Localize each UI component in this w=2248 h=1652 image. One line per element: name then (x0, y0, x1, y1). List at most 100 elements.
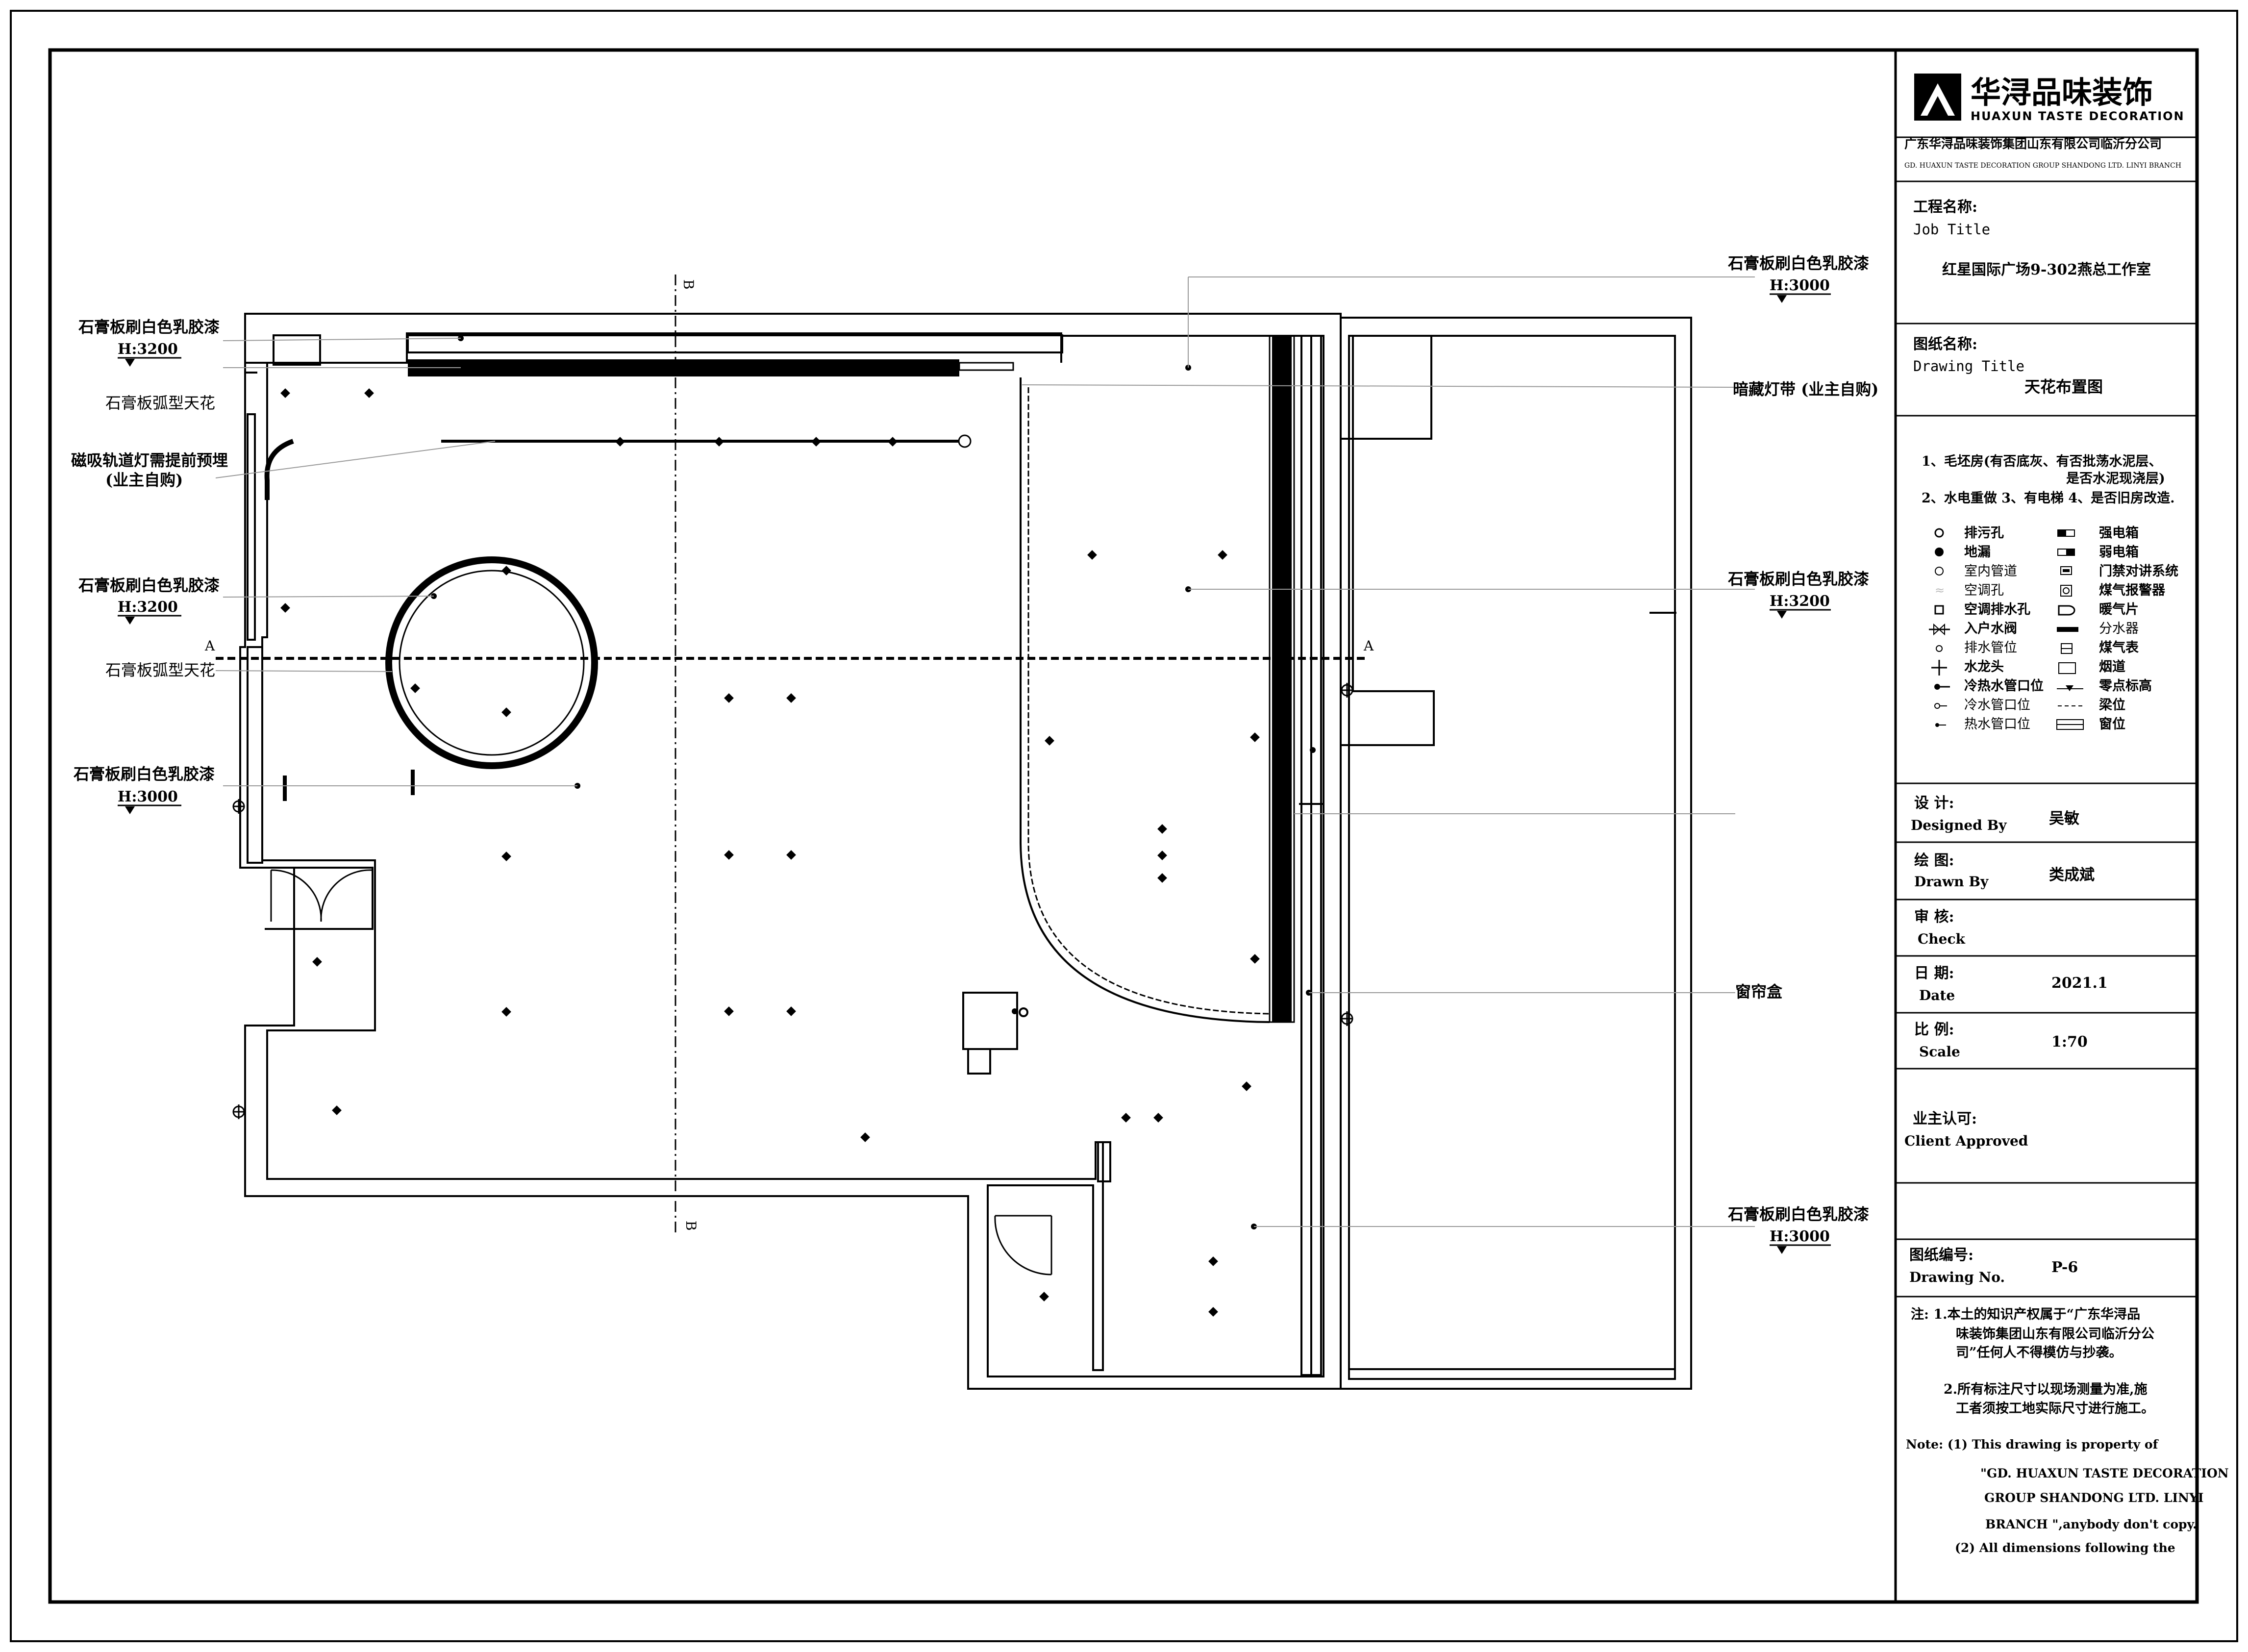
window-icon (2056, 719, 2084, 730)
curved-partition (1020, 377, 1270, 1023)
job-title-label-cn: 工程名称: (1913, 199, 1977, 216)
legend-label: 梁位 (2099, 697, 2125, 713)
legend-label: 弱电箱 (2099, 544, 2139, 560)
annotation-height: H:3200 (1770, 593, 1830, 610)
legend-label: 室内管道 (1964, 564, 2017, 579)
scale-label-en: Scale (1919, 1044, 1960, 1060)
date-label-cn: 日 期: (1914, 965, 1954, 982)
section-mark-a-left: A (204, 638, 215, 654)
inlet-valve-icon (1929, 623, 1950, 636)
survey-note-line-3: 2、水电重做 3、有电梯 4、是否旧房改造. (1922, 491, 2175, 506)
floor-plan (239, 313, 1692, 1390)
intercom-icon (2060, 566, 2072, 575)
legend-label: 入户水阀 (1964, 621, 2017, 636)
balcony-room-inner (1348, 335, 1676, 1370)
inner-frame (48, 48, 2199, 1604)
inner-wall (261, 332, 1324, 1377)
zero-elevation-icon (2057, 685, 2083, 691)
section-mark-b-bottom: B (683, 1221, 699, 1231)
beam-box (407, 334, 1063, 353)
drawing-no-label-en: Drawing No. (1909, 1269, 2005, 1285)
window-strip (1300, 335, 1312, 1376)
annotation-gyp-paint: 石膏板刷白色乳胶漆 (1727, 254, 1869, 273)
legend-label: 地漏 (1964, 545, 1991, 560)
corridor-wall (1097, 1141, 1111, 1182)
drawing-title-label-cn: 图纸名称: (1913, 336, 1977, 353)
indoor-pipe-icon (1935, 567, 1944, 576)
annotation-curtain-box: 窗帘盒 (1735, 982, 1783, 1001)
drawn-by-label-cn: 绘 图: (1914, 852, 1954, 869)
section-mark-b-top: B (680, 279, 697, 290)
note-cn-line: 味装饰集团山东有限公司临沂分公 (1956, 1326, 2154, 1342)
gas-alarm-icon (2060, 585, 2072, 597)
annotation-height: H:3200 (118, 599, 178, 616)
radiator-icon (2058, 605, 2075, 616)
note-en-line: GROUP SHANDONG LTD. LINYI (1984, 1491, 2204, 1505)
annotation-track-light: 磁吸轨道灯需提前预埋 (71, 451, 228, 470)
legend-label: 热水管口位 (1964, 717, 2030, 732)
annotation-arc-ceiling: 石膏板弧型天花 (105, 661, 215, 679)
date-value: 2021.1 (2051, 975, 2108, 992)
date-label-en: Date (1919, 987, 1955, 1003)
drain-pipe-icon (1936, 645, 1943, 652)
note-en-line: "GD. HUAXUN TASTE DECORATION (1980, 1466, 2229, 1480)
note-cn-line: 司”任何人不得模仿与抄袭。 (1956, 1345, 2123, 1360)
hot-outlet-icon (1935, 723, 1946, 727)
annotation-height: H:3200 (118, 341, 178, 358)
legend-label: 水龙头 (1964, 659, 2004, 675)
faucet-icon (1931, 660, 1947, 676)
circular-ceiling (385, 556, 598, 769)
legend-label: 冷热水管口位 (1964, 678, 2044, 694)
ac-unit (962, 992, 1028, 1075)
logo-text-en: HUAXUN TASTE DECORATION (1971, 109, 2185, 123)
cold-outlet-icon (1934, 703, 1947, 709)
legend-label: 强电箱 (2099, 525, 2139, 541)
annotation-height: H:3000 (118, 788, 178, 805)
annotation-gyp-paint: 石膏板刷白色乳胶漆 (1727, 1205, 1869, 1224)
company-logo: 华浔品味装饰 HUAXUN TASTE DECORATION (1914, 74, 2185, 123)
legend-label: 门禁对讲系统 (2099, 563, 2178, 579)
job-title-label-en: Job Title (1913, 221, 1990, 238)
note-cn-line: 2.所有标注尺寸以现场测量为准,施 (1944, 1381, 2148, 1397)
downlights (280, 335, 1316, 1317)
legend-label: 烟道 (2099, 659, 2125, 675)
drawing-no-value: P-6 (2051, 1259, 2078, 1276)
note-en-line: BRANCH ",anybody don't copy. (1985, 1517, 2197, 1531)
track-light (441, 434, 972, 448)
legend-label: 冷水管口位 (1964, 698, 2030, 713)
water-divider-icon (2057, 627, 2078, 632)
curtain-box (1272, 336, 1292, 1022)
designed-by-value: 吴敏 (2049, 810, 2079, 827)
company-name-cn: 广东华浔品味装饰集团山东有限公司临沂分公司 (1904, 137, 2162, 151)
leader-lines (215, 276, 1755, 1227)
note-en-line: (2) All dimensions following the (1955, 1541, 2175, 1555)
scale-label-cn: 比 例: (1914, 1021, 1954, 1038)
scale-value: 1:70 (2051, 1033, 2088, 1051)
check-label-cn: 审 核: (1914, 908, 1954, 926)
note-cn-line: 工者须按工地实际尺寸进行施工。 (1956, 1401, 2154, 1416)
company-name-en: GD. HUAXUN TASTE DECORATION GROUP SHANDO… (1904, 162, 2181, 170)
annotation-gyp-paint: 石膏板刷白色乳胶漆 (78, 576, 220, 595)
logo-text-cn: 华浔品味装饰 (1971, 75, 2153, 110)
survey-note-line-1: 1、毛坯房(有否底灰、有否批荡水泥层、 (1922, 453, 2162, 469)
note-cn-line: 注: 1.本土的知识产权属于“广东华浔品 (1911, 1306, 2140, 1322)
legend-label: 煤气报警器 (2099, 583, 2166, 598)
annotation-arc-ceiling: 石膏板弧型天花 (105, 394, 215, 412)
door-frame (265, 867, 374, 930)
ac-drain-icon (1934, 605, 1944, 615)
drawn-by-value: 类成斌 (2049, 866, 2095, 884)
annotation-gyp-paint: 石膏板刷白色乳胶漆 (73, 765, 215, 783)
gas-meter-icon (2061, 643, 2073, 654)
bathroom-door (994, 1215, 1052, 1276)
legend-label: 分水器 (2099, 621, 2139, 636)
designed-by-label-cn: 设 计: (1914, 795, 1954, 812)
annotation-height: H:3000 (1770, 1228, 1830, 1245)
outer-frame (10, 10, 2238, 1642)
legend: ≈ 排污孔 (1929, 525, 2178, 732)
note-en-line: Note: (1) This drawing is property of (1906, 1437, 2159, 1452)
section-mark-a-right: A (1363, 638, 1374, 654)
ac-hole-icon: ≈ (1935, 583, 1945, 597)
designed-by-label-en: Designed By (1911, 817, 2007, 833)
annotation-gyp-paint: 石膏板刷白色乳胶漆 (78, 318, 220, 336)
